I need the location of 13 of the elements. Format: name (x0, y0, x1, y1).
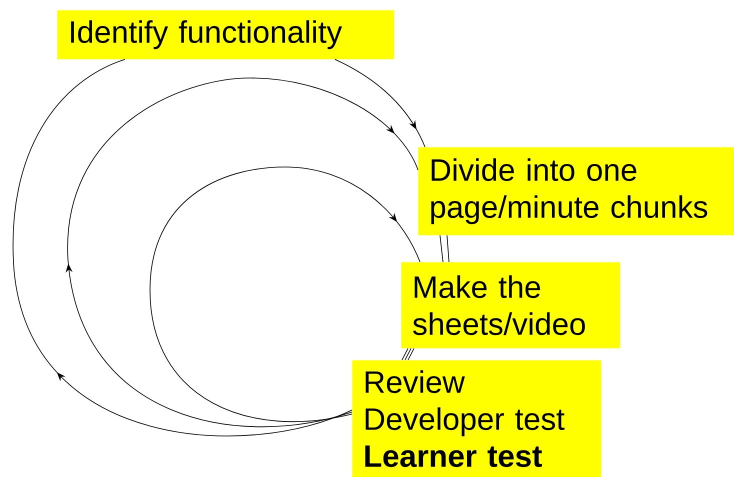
connector-line (440, 235, 444, 262)
connector-line (404, 348, 412, 360)
process-box: Divide into one page/minute chunks (418, 147, 734, 236)
arrow (150, 166, 420, 422)
arrow (12, 59, 352, 436)
connector-line (408, 348, 414, 360)
arrow (66, 78, 418, 428)
process-box: Make the sheets/video (401, 262, 620, 348)
process-box: Review Developer test Learner test (352, 360, 602, 477)
process-box: Identify functionality (57, 10, 394, 60)
connector-line (446, 235, 450, 262)
arrow (334, 59, 426, 148)
connector-line (402, 348, 408, 360)
